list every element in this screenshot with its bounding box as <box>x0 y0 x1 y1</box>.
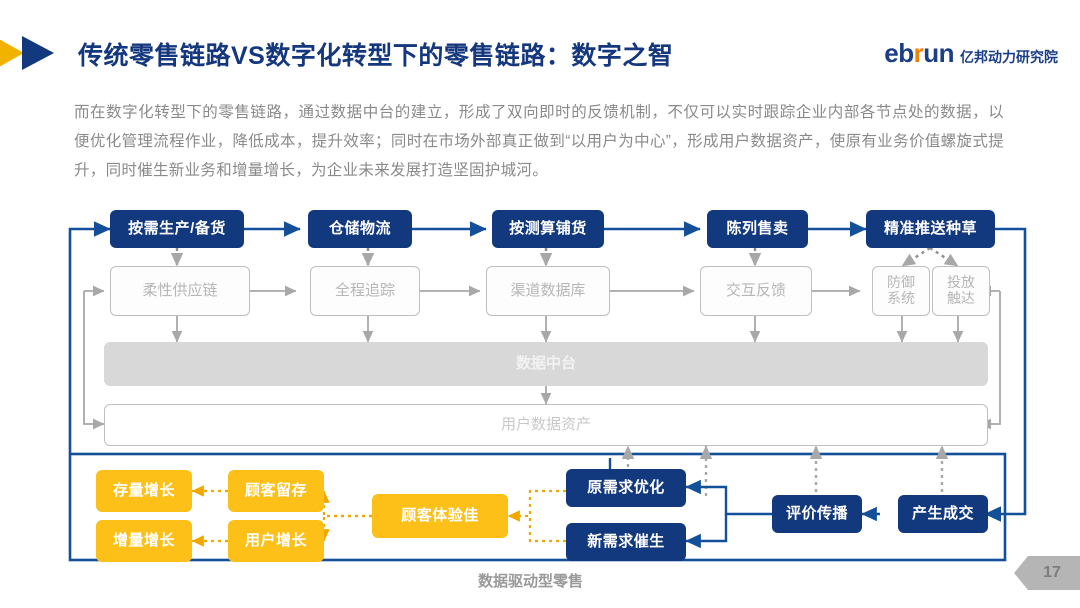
header-arrows-icon <box>0 36 54 70</box>
page-number-badge: 17 <box>1014 556 1080 590</box>
node-user-data-assets[interactable]: 用户数据资产 <box>104 404 988 446</box>
node-mid-1[interactable]: 全程追踪 <box>310 266 420 316</box>
node-demand-create[interactable]: 新需求催生 <box>566 523 686 561</box>
logo-r: r <box>913 38 924 68</box>
node-growth-increment[interactable]: 增量增长 <box>96 520 192 562</box>
node-top-3[interactable]: 陈列售卖 <box>707 210 808 248</box>
node-demand-optimize[interactable]: 原需求优化 <box>566 469 686 507</box>
node-top-1[interactable]: 仓储物流 <box>308 210 412 248</box>
node-mid-3[interactable]: 交互反馈 <box>700 266 812 316</box>
node-growth-experience[interactable]: 顾客体验佳 <box>372 494 508 538</box>
node-top-0[interactable]: 按需生产/备货 <box>110 210 244 248</box>
node-growth-retention[interactable]: 顾客留存 <box>228 470 324 512</box>
node-mid-2[interactable]: 渠道数据库 <box>486 266 610 316</box>
retail-chain-diagram: 按需生产/备货 仓储物流 按测算铺货 陈列售卖 精准推送种草 柔性供应链 全程追… <box>0 196 1080 596</box>
node-data-platform[interactable]: 数据中台 <box>104 342 988 386</box>
logo-un: un <box>923 38 954 68</box>
node-mid-5[interactable]: 投放 触达 <box>932 266 990 316</box>
page-title: 传统零售链路VS数字化转型下的零售链路：数字之智 <box>78 42 674 70</box>
brand-logo: ebrun 亿邦动力研究院 <box>884 40 1058 66</box>
node-mid-4[interactable]: 防御 系统 <box>872 266 930 316</box>
diagram-connectors <box>68 221 1027 562</box>
logo-wordmark: ebrun <box>884 40 954 66</box>
logo-eb: eb <box>884 38 914 68</box>
body-paragraph: 而在数字化转型下的零售链路，通过数据中台的建立，形成了双向即时的反馈机制，不仅可… <box>74 104 1004 179</box>
node-bottom-transaction[interactable]: 产生成交 <box>898 495 988 533</box>
node-growth-stock[interactable]: 存量增长 <box>96 470 192 512</box>
diagram-caption: 数据驱动型零售 <box>478 573 584 590</box>
node-top-2[interactable]: 按测算铺货 <box>492 210 604 248</box>
node-bottom-review[interactable]: 评价传播 <box>772 495 862 533</box>
logo-chinese-name: 亿邦动力研究院 <box>960 49 1058 65</box>
node-growth-users[interactable]: 用户增长 <box>228 520 324 562</box>
node-top-4[interactable]: 精准推送种草 <box>866 210 995 248</box>
node-mid-0[interactable]: 柔性供应链 <box>110 266 250 316</box>
